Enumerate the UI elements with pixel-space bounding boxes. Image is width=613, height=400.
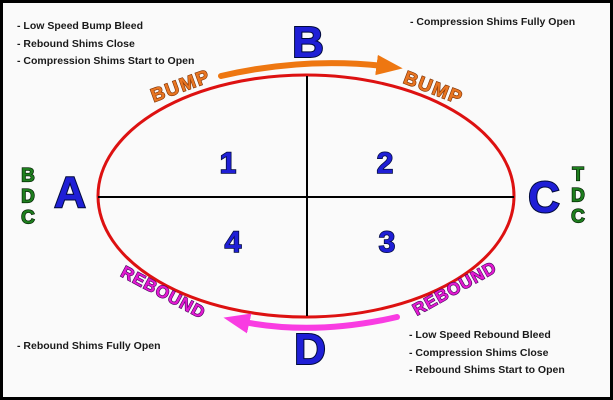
note-top-left: - Low Speed Bump Bleed - Rebound Shims C… <box>17 18 194 71</box>
tdc-letter: D <box>570 185 585 207</box>
bump-direction-arrow <box>218 54 403 79</box>
stroke-point-c: C <box>527 173 561 222</box>
note-line: - Compression Shims Start to Open <box>17 55 195 67</box>
note-top-right: - Compression Shims Fully Open <box>410 14 575 32</box>
tdc-letter: C <box>570 206 585 228</box>
quadrant-2-label: 2 <box>376 147 394 180</box>
note-line: - Compression Shims Close <box>409 346 549 359</box>
note-line: - Low Speed Rebound Bleed <box>409 329 551 341</box>
bdc-letter: B <box>20 165 35 187</box>
tdc-letter: T <box>572 164 585 186</box>
rebound-direction-arrow <box>223 313 400 334</box>
quadrant-3-label: 3 <box>378 226 396 259</box>
note-bottom-left: - Rebound Shims Fully Open <box>17 338 161 356</box>
quadrant-4-label: 4 <box>224 226 242 259</box>
note-line: - Rebound Shims Close <box>17 37 135 50</box>
quadrant-1-label: 1 <box>219 147 237 180</box>
stroke-point-b: B <box>291 18 325 67</box>
bdc-letter: D <box>20 186 35 208</box>
stroke-point-a: A <box>53 168 87 217</box>
bdc-letter: C <box>20 207 35 229</box>
note-bottom-right: - Low Speed Rebound Bleed - Compression … <box>409 327 565 380</box>
note-line: - Rebound Shims Start to Open <box>409 364 565 376</box>
note-line: - Low Speed Bump Bleed <box>17 20 144 32</box>
note-line: - Compression Shims Fully Open <box>410 16 576 28</box>
tdc-label: T D C <box>570 164 585 228</box>
bdc-label: B D C <box>20 165 35 229</box>
note-line: - Rebound Shims Fully Open <box>17 340 161 352</box>
stroke-point-d: D <box>293 325 327 374</box>
